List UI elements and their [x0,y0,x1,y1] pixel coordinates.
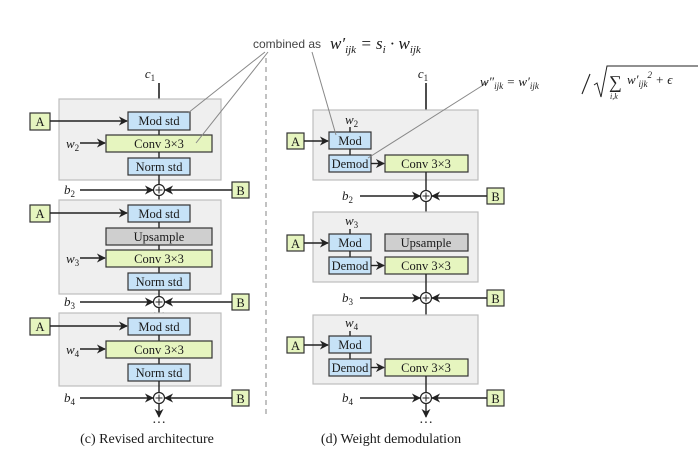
plus-icon [422,192,430,200]
sqrt-icon [593,65,698,98]
demodulation-formula: w″ijk = w′ijk ∑ i,k w′ijk2 + ϵ [480,65,698,101]
panel-d: c1 w2 A Mod Demod Conv 3×3 b2 B w3 A M [286,66,505,447]
sum-icon: ∑ [609,72,622,92]
style-affine-label: A [291,237,300,251]
style-affine-label: A [291,339,300,353]
leader-line-conv [195,51,269,144]
mod-std-label: Mod std [138,320,180,334]
weight-label: w4 [66,342,80,359]
norm-std-label: Norm std [136,160,184,174]
mod-label: Mod [338,338,362,352]
conv-label: Conv 3×3 [134,252,184,266]
leader-line-demod [367,81,489,159]
division-slash [581,73,591,95]
style-affine-label: A [35,115,44,129]
panel-c-caption: (c) Revised architecture [80,432,214,447]
conv-label: Conv 3×3 [134,343,184,357]
weight-label: w3 [345,213,359,230]
panel-c-input-label: c1 [145,66,155,83]
conv-label: Conv 3×3 [401,157,451,171]
continuation-ellipsis: ··· [419,416,433,431]
noise-label: B [236,296,244,310]
leader-line-mod [311,51,337,136]
mod-label: Mod [338,134,362,148]
demod-label: Demod [332,259,370,273]
bias-label: b2 [64,182,75,199]
noise-label: B [491,190,499,204]
weight-label: w3 [66,251,80,268]
plus-icon [155,186,163,194]
combined-as-label: combined as [253,37,321,51]
continuation-ellipsis: ··· [152,416,166,431]
upsample-label: Upsample [134,230,185,244]
plus-icon [422,294,430,302]
leader-line-mod-std [187,51,266,114]
plus-icon [422,394,430,402]
weight-label: w2 [345,112,358,129]
noise-label: B [491,392,499,406]
noise-label: B [236,184,244,198]
bias-label: b3 [342,290,354,307]
demod-label: Demod [332,361,370,375]
noise-label: B [491,292,499,306]
style-affine-label: A [35,320,44,334]
svg-text:w″ijk = w′ijk: w″ijk = w′ijk [480,74,540,91]
upsample-block [384,233,469,252]
bias-label: b2 [342,188,353,205]
style-affine-label: A [35,207,44,221]
modulation-formula: w′ijk = si · wijk [330,34,422,56]
panel-c: c1 A Mod std w2 Conv 3×3 Norm std b2 B A… [29,66,250,447]
conv-label: Conv 3×3 [401,361,451,375]
sum-subscript: i,k [610,92,618,101]
mod-std-label: Mod std [138,207,180,221]
norm-std-label: Norm std [136,275,184,289]
norm-std-label: Norm std [136,366,184,380]
mod-std-label: Mod std [138,114,180,128]
panel-d-caption: (d) Weight demodulation [321,432,461,447]
demod-label: Demod [332,157,370,171]
plus-icon [155,394,163,402]
conv-label: Conv 3×3 [134,137,184,151]
upsample-label: Upsample [401,236,452,250]
noise-label: B [236,392,244,406]
bias-label: b4 [64,390,76,407]
style-affine-label: A [291,135,300,149]
svg-text:w′ijk2 + ϵ: w′ijk2 + ϵ [627,70,673,89]
weight-label: w2 [66,136,79,153]
weight-label: w4 [345,315,359,332]
mod-label: Mod [338,236,362,250]
annotations: combined as w′ijk = si · wijk w″ijk = w′… [187,34,698,159]
bias-label: b4 [342,390,354,407]
plus-icon [155,298,163,306]
panel-d-input-label: c1 [418,66,428,83]
conv-label: Conv 3×3 [401,259,451,273]
bias-label: b3 [64,294,76,311]
